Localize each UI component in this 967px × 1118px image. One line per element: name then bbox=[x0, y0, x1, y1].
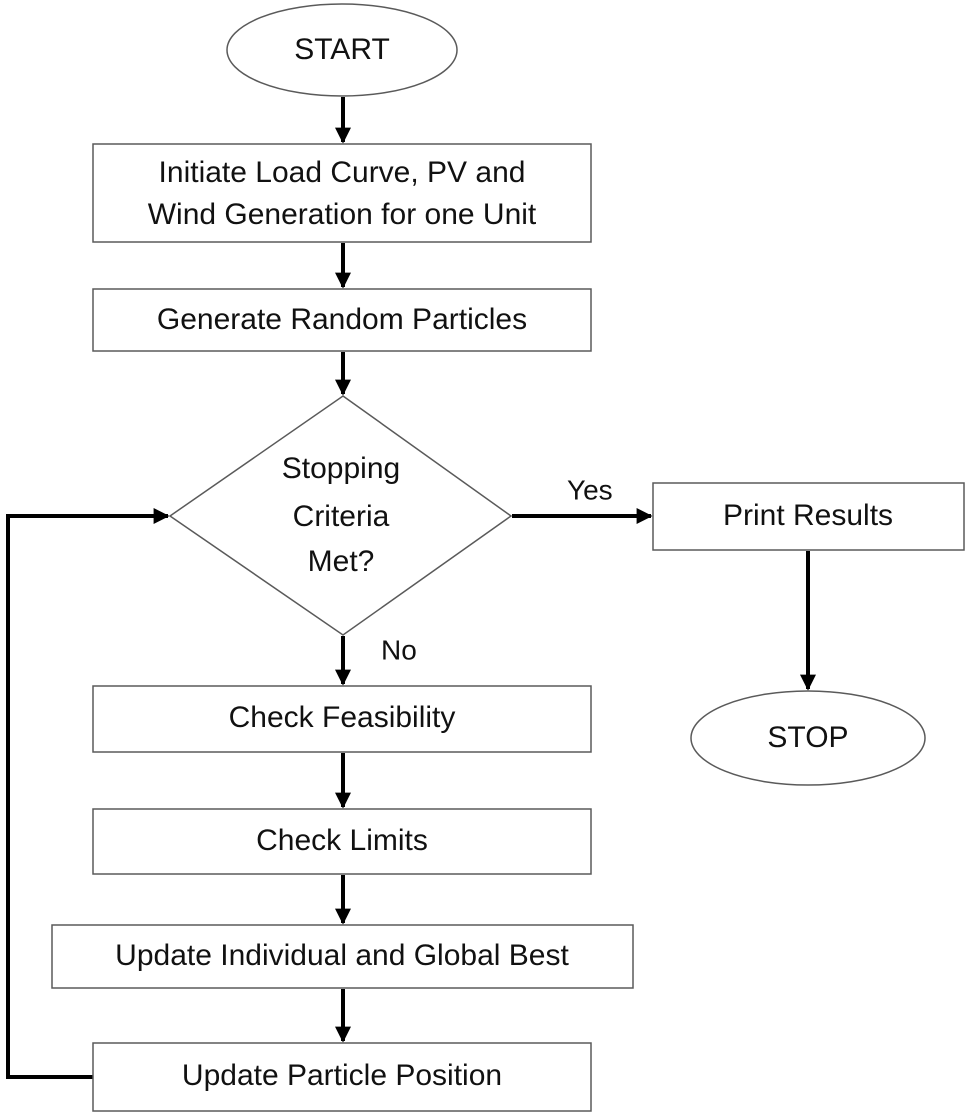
check-feasibility-box bbox=[92, 685, 592, 753]
print-results-box bbox=[652, 482, 965, 551]
yes-edge-label: Yes bbox=[567, 474, 613, 505]
decision-label-line2: Criteria bbox=[293, 500, 390, 533]
decision-label-line3: Met? bbox=[308, 545, 375, 578]
check-limits-label: Check Limits bbox=[256, 824, 428, 857]
decision-label-line1: Stopping bbox=[282, 452, 400, 485]
check-feasibility-label: Check Feasibility bbox=[229, 701, 456, 734]
update-position-label: Update Particle Position bbox=[182, 1059, 502, 1092]
print-results-label: Print Results bbox=[723, 499, 893, 532]
generate-process-box bbox=[92, 288, 592, 352]
init-label-line1: Initiate Load Curve, PV and bbox=[159, 156, 526, 189]
start-terminal bbox=[226, 3, 458, 97]
init-process-box bbox=[92, 143, 592, 243]
stopping-criteria-decision bbox=[168, 395, 513, 636]
stop-terminal bbox=[690, 690, 926, 786]
init-label-line2: Wind Generation for one Unit bbox=[148, 198, 537, 231]
stop-label: STOP bbox=[767, 721, 848, 754]
generate-label: Generate Random Particles bbox=[157, 303, 527, 336]
no-edge-label: No bbox=[381, 634, 417, 665]
update-best-box bbox=[51, 924, 634, 989]
check-limits-box bbox=[92, 808, 592, 875]
update-best-label: Update Individual and Global Best bbox=[115, 939, 569, 972]
start-label: START bbox=[294, 33, 390, 66]
update-position-box bbox=[92, 1042, 592, 1112]
connector-loop-back bbox=[6, 508, 170, 1079]
